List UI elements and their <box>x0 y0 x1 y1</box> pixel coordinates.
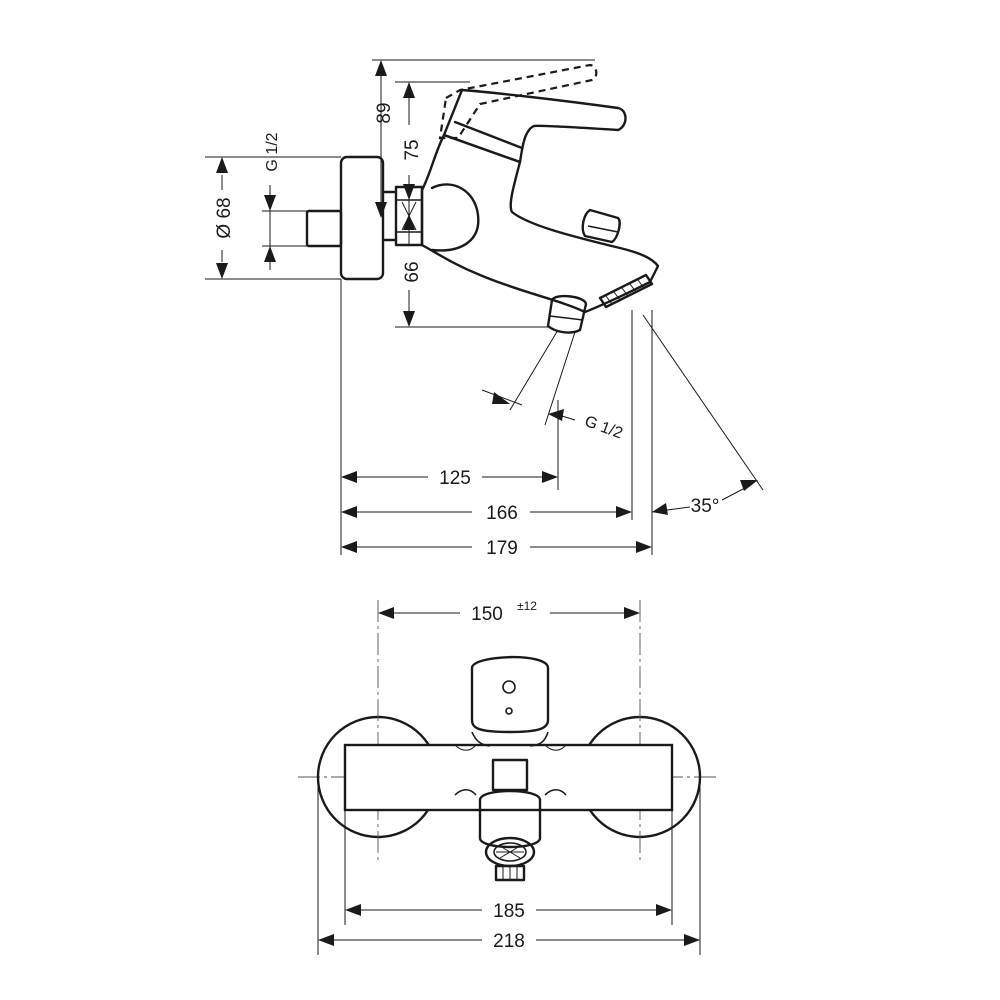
indicator-dot-icon <box>505 707 513 715</box>
dim-179: 179 <box>486 538 518 559</box>
shower-outlet-front <box>491 758 529 792</box>
dim-75: 75 <box>402 139 423 160</box>
dim-angle-35: 35° <box>691 496 720 517</box>
mixer-body-front <box>343 743 674 812</box>
side-view: 89 75 66 G 1/2 Ø 68 G 1/2 125 <box>205 59 764 559</box>
inlet-connector <box>305 209 343 248</box>
front-view: 150 ±12 185 218 <box>298 599 720 955</box>
shower-outlet <box>546 294 588 334</box>
dim-g12-outlet: G 1/2 <box>582 413 625 442</box>
diverter-knob <box>581 208 621 244</box>
lever <box>442 88 627 164</box>
wall-flange <box>339 155 385 281</box>
spout-aerator <box>598 273 654 309</box>
aerator-front <box>484 836 536 882</box>
dim-125: 125 <box>439 468 471 489</box>
dim-g12-inlet: G 1/2 <box>264 132 281 171</box>
dim-218: 218 <box>493 931 525 952</box>
lever-alt-position <box>438 63 598 140</box>
lever-front <box>470 655 550 734</box>
mixer-body <box>420 133 660 314</box>
dim-diameter-68: Ø 68 <box>214 197 235 238</box>
indicator-hot-cold-icon <box>502 680 516 694</box>
dim-166: 166 <box>486 503 518 524</box>
dim-tolerance: ±12 <box>517 599 537 613</box>
dim-89: 89 <box>374 102 395 123</box>
dim-185: 185 <box>493 901 525 922</box>
dim-66: 66 <box>402 261 423 282</box>
dim-150: 150 <box>471 604 503 625</box>
